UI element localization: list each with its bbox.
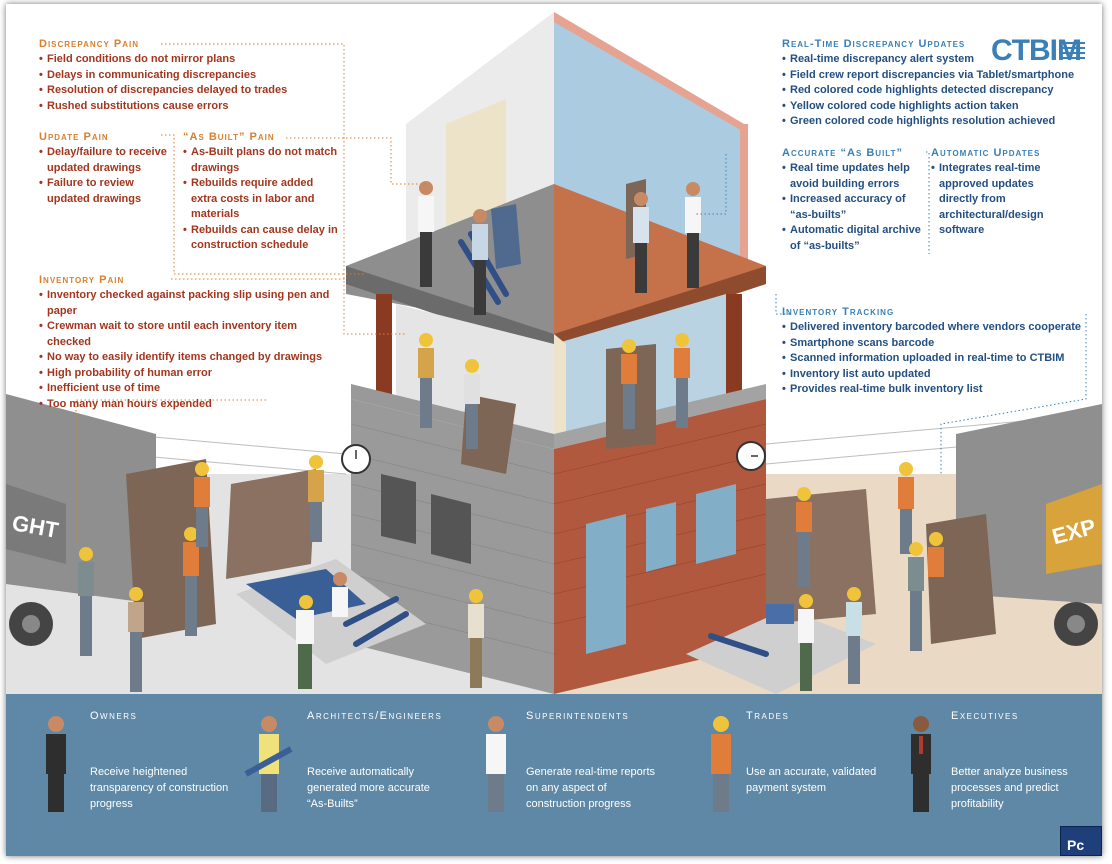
list-item: Delivered inventory barcoded where vendo… [782,320,1092,336]
list-item: Red colored code highlights detected dis… [782,83,1082,99]
list-item: Rebuilds require added extra costs in la… [183,176,338,223]
role-desc: Receive heightened transparency of const… [90,766,229,810]
construction-scene-illustration [6,12,1102,694]
role-desc: Generate real-time reports on any aspect… [526,766,655,810]
role-title: Owners [90,710,138,722]
list-item: Field crew report discrepancies via Tabl… [782,68,1082,84]
role-desc: Receive automatically generated more acc… [307,766,430,810]
list-item: Inefficient use of time [39,381,339,397]
accurate-as-built-title: Accurate “As Built” [782,147,903,159]
list-item: Automatic digital archive of “as-builts” [782,223,922,254]
list-item: Real-time discrepancy alert system [782,52,1082,68]
list-item: As-Built plans do not match drawings [183,145,338,176]
list-item: Smartphone scans barcode [782,336,1092,352]
superintendent-figure-icon [486,716,506,812]
list-item: Scanned information uploaded in real-tim… [782,351,1092,367]
app-badge-icon: Pc [1060,826,1102,856]
accurate-as-built-panel: Accurate “As Built” Real time updates he… [782,147,922,254]
role-title: Trades [746,710,790,722]
executive-figure-icon [911,716,931,812]
realtime-updates-panel: Real-Time Discrepancy Updates Real-time … [782,38,1082,130]
role-title: Superintendents [526,710,630,722]
architect-figure-icon [244,716,293,812]
role-desc: Better analyze business processes and pr… [951,766,1068,810]
role-title: Executives [951,710,1019,722]
list-item: Increased accuracy of “as-builts” [782,192,922,223]
logo-stripes-icon [1061,42,1085,62]
discrepancy-pain-panel: Discrepancy Pain Field conditions do not… [39,38,359,114]
list-item: No way to easily identify items changed … [39,350,339,366]
list-item: Resolution of discrepancies delayed to t… [39,83,359,99]
list-item: Yellow colored code highlights action ta… [782,99,1082,115]
logo-text: CTBIM [991,34,1082,67]
list-item: Crewman wait to store until each invento… [39,319,339,350]
list-item: Inventory checked against packing slip u… [39,288,339,319]
role-title: Architects/Engineers [307,710,443,722]
infographic: Discrepancy Pain Field conditions do not… [6,4,1102,856]
as-built-pain-panel: “As Built” Pain As-Built plans do not ma… [183,131,338,254]
as-built-pain-title: “As Built” Pain [183,131,275,143]
list-item: Inventory list auto updated [782,367,1092,383]
list-item: Provides real-time bulk inventory list [782,382,1092,398]
list-item: Green colored code highlights resolution… [782,114,1082,130]
inventory-tracking-title: Inventory Tracking [782,306,895,318]
list-item: Delays in communicating discrepancies [39,68,359,84]
list-item: Field conditions do not mirror plans [39,52,359,68]
automatic-updates-title: Automatic Updates [931,147,1041,159]
owner-figure-icon [46,716,66,812]
list-item: Too many man hours expended [39,397,339,413]
list-item: Rushed substitutions cause errors [39,99,359,115]
list-item: Integrates real-time approved updates di… [931,161,1061,239]
discrepancy-pain-title: Discrepancy Pain [39,38,139,50]
list-item: High probability of human error [39,366,339,382]
role-desc: Use an accurate, validated payment syste… [746,766,877,794]
realtime-updates-title: Real-Time Discrepancy Updates [782,38,966,50]
ctbim-logo: CTBIM [991,34,1085,68]
stakeholder-footer: Owners Receive heightened transparency o… [6,694,1102,856]
inventory-pain-title: Inventory Pain [39,274,125,286]
inventory-pain-panel: Inventory Pain Inventory checked against… [39,274,339,412]
inventory-tracking-panel: Inventory Tracking Delivered inventory b… [782,306,1092,398]
update-pain-title: Update Pain [39,131,109,143]
list-item: Delay/failure to receive updated drawing… [39,145,179,176]
list-item: Rebuilds can cause delay in construction… [183,223,338,254]
list-item: Failure to review updated drawings [39,176,179,207]
list-item: Real time updates help avoid building er… [782,161,922,192]
update-pain-panel: Update Pain Delay/failure to receive upd… [39,131,179,207]
trades-figure-icon [711,716,731,812]
automatic-updates-panel: Automatic Updates Integrates real-time a… [931,147,1061,239]
